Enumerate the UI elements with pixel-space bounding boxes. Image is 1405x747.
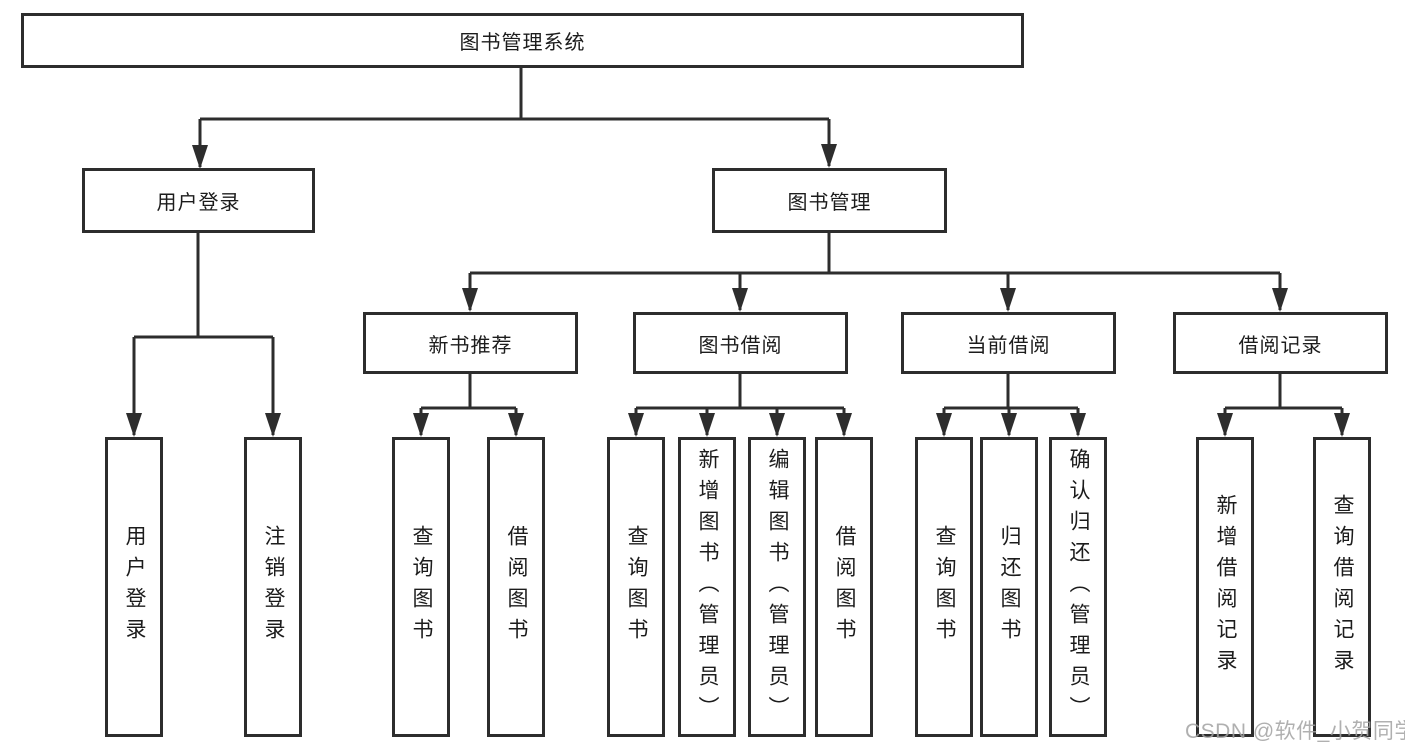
node-current-borrowing: 当前借阅 xyxy=(901,312,1116,374)
leaf-query-books-current: 查询图书 xyxy=(915,437,973,737)
node-book-management: 图书管理 xyxy=(712,168,947,233)
leaf-query-books-borrowing: 查询图书 xyxy=(607,437,665,737)
leaf-label: 查询借阅记录 xyxy=(1331,494,1354,680)
leaf-logout: 注销登录 xyxy=(244,437,302,737)
leaf-query-books-recommend: 查询图书 xyxy=(392,437,450,737)
leaf-label: 确认归还（管理员） xyxy=(1067,447,1090,727)
node-borrowing-records: 借阅记录 xyxy=(1173,312,1388,374)
leaf-return-books: 归还图书 xyxy=(980,437,1038,737)
leaf-label: 查询图书 xyxy=(933,525,956,649)
leaf-edit-books-admin: 编辑图书（管理员） xyxy=(748,437,806,737)
node-book-borrowing: 图书借阅 xyxy=(633,312,848,374)
leaf-label: 借阅图书 xyxy=(833,525,856,649)
leaf-label: 借阅图书 xyxy=(505,525,528,649)
arrowhead-icons xyxy=(126,144,1350,437)
node-user-login: 用户登录 xyxy=(82,168,315,233)
leaf-label: 注销登录 xyxy=(262,525,285,649)
watermark: CSDN @软件_小贺同学 xyxy=(1185,720,1405,743)
leaf-user-login: 用户登录 xyxy=(105,437,163,737)
leaf-borrow-books: 借阅图书 xyxy=(815,437,873,737)
leaf-label: 查询图书 xyxy=(410,525,433,649)
leaf-label: 新增图书（管理员） xyxy=(696,447,719,727)
node-new-book-recommendation: 新书推荐 xyxy=(363,312,578,374)
leaf-label: 归还图书 xyxy=(998,525,1021,649)
leaf-label: 查询图书 xyxy=(625,525,648,649)
leaf-add-books-admin: 新增图书（管理员） xyxy=(678,437,736,737)
leaf-confirm-return-admin: 确认归还（管理员） xyxy=(1049,437,1107,737)
node-library-management-system: 图书管理系统 xyxy=(21,13,1024,68)
leaf-label: 用户登录 xyxy=(123,525,146,649)
leaf-add-borrow-record: 新增借阅记录 xyxy=(1196,437,1254,737)
leaf-label: 新增借阅记录 xyxy=(1214,494,1237,680)
leaf-query-borrow-record: 查询借阅记录 xyxy=(1313,437,1371,737)
leaf-borrow-books-recommend: 借阅图书 xyxy=(487,437,545,737)
leaf-label: 编辑图书（管理员） xyxy=(766,447,789,727)
